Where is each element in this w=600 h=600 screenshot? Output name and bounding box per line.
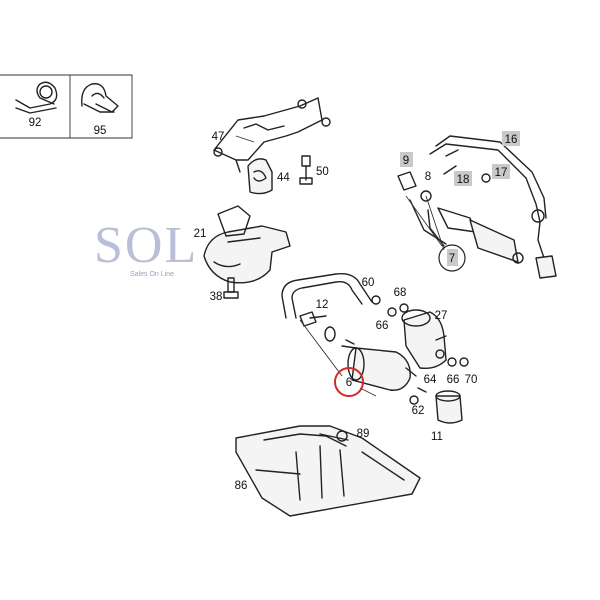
clamps-66-68-70-drawing (387, 303, 469, 367)
bracket-47-drawing (213, 97, 331, 173)
label-92: 92 (29, 117, 42, 129)
label-47: 47 (212, 131, 225, 143)
label-16: 16 (505, 134, 518, 146)
callout-lines (235, 135, 445, 377)
label-66-upper: 66 (376, 320, 389, 332)
clip-reference-box (0, 74, 133, 139)
bolt-50-drawing (299, 155, 313, 185)
label-89: 89 (357, 428, 370, 440)
carrier-21-drawing (203, 205, 291, 284)
clip-95-drawing (81, 83, 119, 113)
label-11: 11 (431, 431, 443, 443)
clip-92-drawing (15, 81, 58, 114)
highlight-circle (334, 367, 364, 397)
label-18: 18 (457, 174, 470, 186)
fuel-line-16-drawing (429, 135, 557, 279)
label-62: 62 (412, 405, 425, 417)
label-64: 64 (424, 374, 437, 386)
label-50: 50 (316, 166, 329, 178)
label-27: 27 (435, 310, 448, 322)
label-68: 68 (394, 287, 407, 299)
label-66-lower: 66 (447, 374, 460, 386)
mount-44-drawing (247, 158, 273, 195)
label-6: 6 (346, 377, 352, 389)
tank-carrier-86-drawing (235, 425, 421, 517)
label-17: 17 (495, 167, 508, 179)
fuel-pump-6-drawing (341, 339, 417, 397)
part-labels: 92 95 47 44 50 21 38 60 12 68 66 27 6 64… (29, 117, 478, 492)
hose-60-drawing (281, 273, 381, 319)
boxed-labels (400, 131, 520, 266)
sender-11-drawing (409, 387, 463, 424)
label-21: 21 (194, 228, 207, 240)
label-60: 60 (362, 277, 375, 289)
logo: SOL Sales On Line (94, 217, 198, 278)
label-44: 44 (277, 172, 290, 184)
label-9: 9 (403, 155, 409, 167)
label-86: 86 (235, 480, 248, 492)
label-7: 7 (449, 253, 455, 265)
label-95: 95 (94, 125, 107, 137)
logo-text: SOL (94, 217, 198, 274)
label-12: 12 (316, 299, 329, 311)
label-70: 70 (465, 374, 478, 386)
connector-12-drawing (299, 311, 336, 342)
label-8: 8 (425, 171, 431, 183)
callout-circle-7 (438, 244, 466, 272)
bolt-38-drawing (223, 277, 239, 299)
injection-assembly-7-drawing (397, 171, 524, 264)
logo-tagline: Sales On Line (130, 271, 174, 278)
label-38: 38 (210, 291, 223, 303)
